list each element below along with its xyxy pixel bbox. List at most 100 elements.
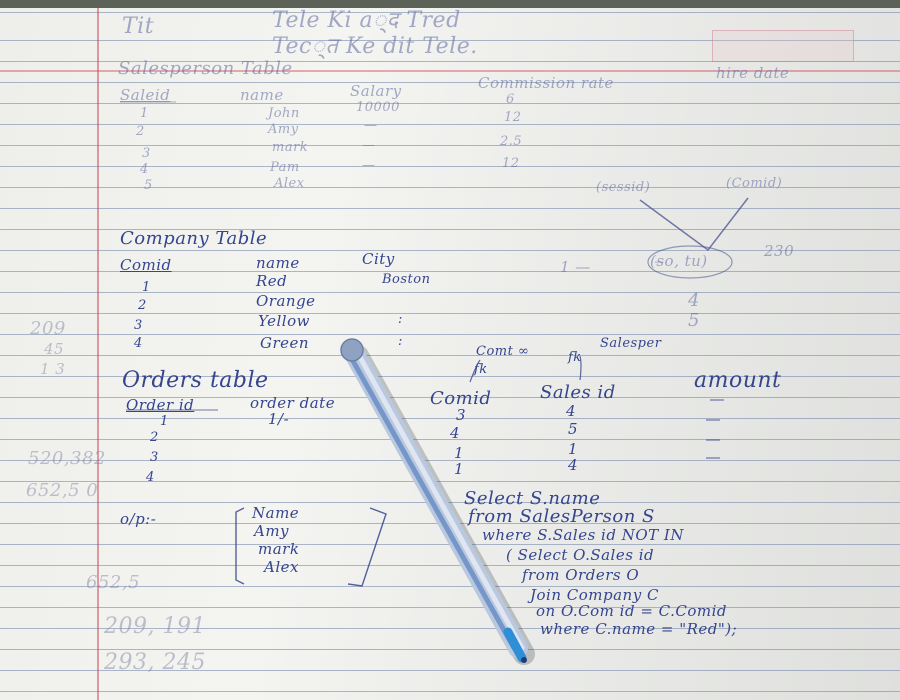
co-header-name: name <box>256 254 300 272</box>
diagram-number: 230 <box>764 242 795 260</box>
or-header-salesid: Sales id <box>540 382 616 403</box>
sp-row4-id: 4 <box>140 162 149 177</box>
output-value-3: Alex <box>264 558 299 576</box>
co-row2-name: Orange <box>256 292 316 310</box>
diagram-num-4: 4 <box>688 290 700 311</box>
company-table-title: Company Table <box>120 228 268 249</box>
or-row3-comid: 1 <box>454 444 465 462</box>
or-row1-id: 1 <box>160 414 169 429</box>
co-row1-city: Boston <box>382 272 431 287</box>
sp-row2-name: Amy <box>268 122 299 137</box>
sql-line-4: ( Select O.Sales id <box>506 546 655 564</box>
co-header-comid: Comid <box>120 256 172 274</box>
margin-note-6: 652,5 <box>86 572 141 593</box>
margin-note-5: 652,5 0 <box>26 480 99 501</box>
output-header: Name <box>252 504 300 522</box>
output-bracket-left <box>235 507 245 585</box>
sql-line-2: from SalesPerson S <box>468 506 655 527</box>
co-row4-id: 4 <box>134 336 143 351</box>
co-row4-name: Green <box>260 334 310 352</box>
margin-note-8: 293, 245 <box>104 650 206 675</box>
co-row1-name: Red <box>256 272 288 290</box>
or-header-orderdate: order date <box>250 394 336 412</box>
margin-line-top <box>0 70 900 72</box>
output-value-2: mark <box>258 540 300 558</box>
orders-table-title: Orders table <box>122 368 269 393</box>
diagram-node-circle <box>647 245 733 279</box>
page-label: Tit <box>122 14 155 39</box>
sql-line-1: Select S.name <box>464 488 601 509</box>
orders-ref-label-2: Salesper <box>600 336 662 351</box>
or-row1-comid: 3 <box>456 406 467 424</box>
margin-note-1: 209 <box>30 318 66 339</box>
sp-header-name: name <box>240 86 284 104</box>
diagram-right-label: (Comid) <box>726 176 783 191</box>
diagram-left-label: (sessid) <box>596 180 651 195</box>
sp-row2-commission: 12 <box>504 110 522 125</box>
sp-header-hiredate: hire date <box>716 64 790 82</box>
sp-header-saleid: Saleid <box>120 86 171 104</box>
fk-arrow-2 <box>579 355 582 381</box>
sp-row4-salary: — <box>362 158 376 173</box>
or-row3-sid: 1 <box>568 440 579 458</box>
co-row3-name: Yellow <box>258 312 310 330</box>
margin-note-4: 520,382 <box>28 448 106 469</box>
sp-row1-salary: 10000 <box>356 100 400 115</box>
sp-header-commission: Commission rate <box>478 74 614 92</box>
or-row4-id: 4 <box>146 470 155 485</box>
diagram-node-label: (s̶o, tu) <box>650 252 708 270</box>
sp-row3-name: mark <box>272 140 309 155</box>
output-label: o/p:- <box>120 510 157 528</box>
co-row3-id: 3 <box>134 318 143 333</box>
diagram-connector-lines <box>639 197 749 252</box>
or-row3-id: 3 <box>150 450 159 465</box>
output-bracket-right <box>347 507 387 587</box>
or-row2-sid: 5 <box>568 420 579 438</box>
co-row1-id: 1 <box>142 280 151 295</box>
or-row2-comid: 4 <box>450 424 461 442</box>
or-row1-sid: 4 <box>566 402 577 420</box>
fk-arrow-1 <box>469 359 481 383</box>
output-value-1: Amy <box>254 522 290 540</box>
page-stamp <box>712 30 854 62</box>
or-row4-comid: 1 <box>454 460 465 478</box>
sp-row2-salary: — <box>364 118 378 133</box>
orders-fk-label-2: fk <box>568 350 582 365</box>
sp-row3-salary: — <box>362 138 376 153</box>
heading-line-1: Tele Ki a्द Tred <box>272 8 461 33</box>
sp-header-salary: Salary <box>350 82 402 100</box>
or-row1-date: 1/- <box>268 410 290 428</box>
sp-row1-id: 1 <box>140 106 149 121</box>
pen <box>340 338 535 665</box>
or-header-amount: amount <box>694 368 782 393</box>
or-row4-sid: 4 <box>568 456 579 474</box>
co-row4-city: : <box>398 334 403 349</box>
sp-row5-name: Alex <box>274 176 305 191</box>
margin-line-left <box>97 8 99 700</box>
margin-note-7: 209, 191 <box>104 614 206 639</box>
co-header-city: City <box>362 250 395 268</box>
orders-ref-label-1: Comt ∞ <box>476 344 530 359</box>
salesperson-table-title: Salesperson Table <box>118 58 293 79</box>
or-row2-id: 2 <box>150 430 159 445</box>
sp-row1-name: John <box>268 106 300 121</box>
co-row3-city: : <box>398 312 403 327</box>
sp-row2-id: 2 <box>136 124 145 139</box>
sql-line-7: on O.Com id = C.Comid <box>536 602 727 620</box>
co-row2-id: 2 <box>138 298 147 313</box>
sp-row3-id: 3 <box>142 146 151 161</box>
or-header-comid: Comid <box>430 388 492 409</box>
notebook-page <box>0 8 900 700</box>
sp-row5-id: 5 <box>144 178 153 193</box>
sql-line-8: where C.name = "Red"); <box>540 620 738 638</box>
sp-row3-commission: 2.5 <box>500 134 523 149</box>
sql-line-6: Join Company C <box>530 586 659 604</box>
sql-line-3: where S.Sales id NOT IN <box>482 526 684 544</box>
sp-row1-commission: 6 <box>506 92 515 107</box>
sp-row4-name: Pam <box>270 160 300 175</box>
sql-line-5: from Orders O <box>522 566 640 584</box>
sp-row4-commission: 12 <box>502 156 520 171</box>
heading-line-2: Tec्त Ke dit Tele. <box>272 34 478 59</box>
